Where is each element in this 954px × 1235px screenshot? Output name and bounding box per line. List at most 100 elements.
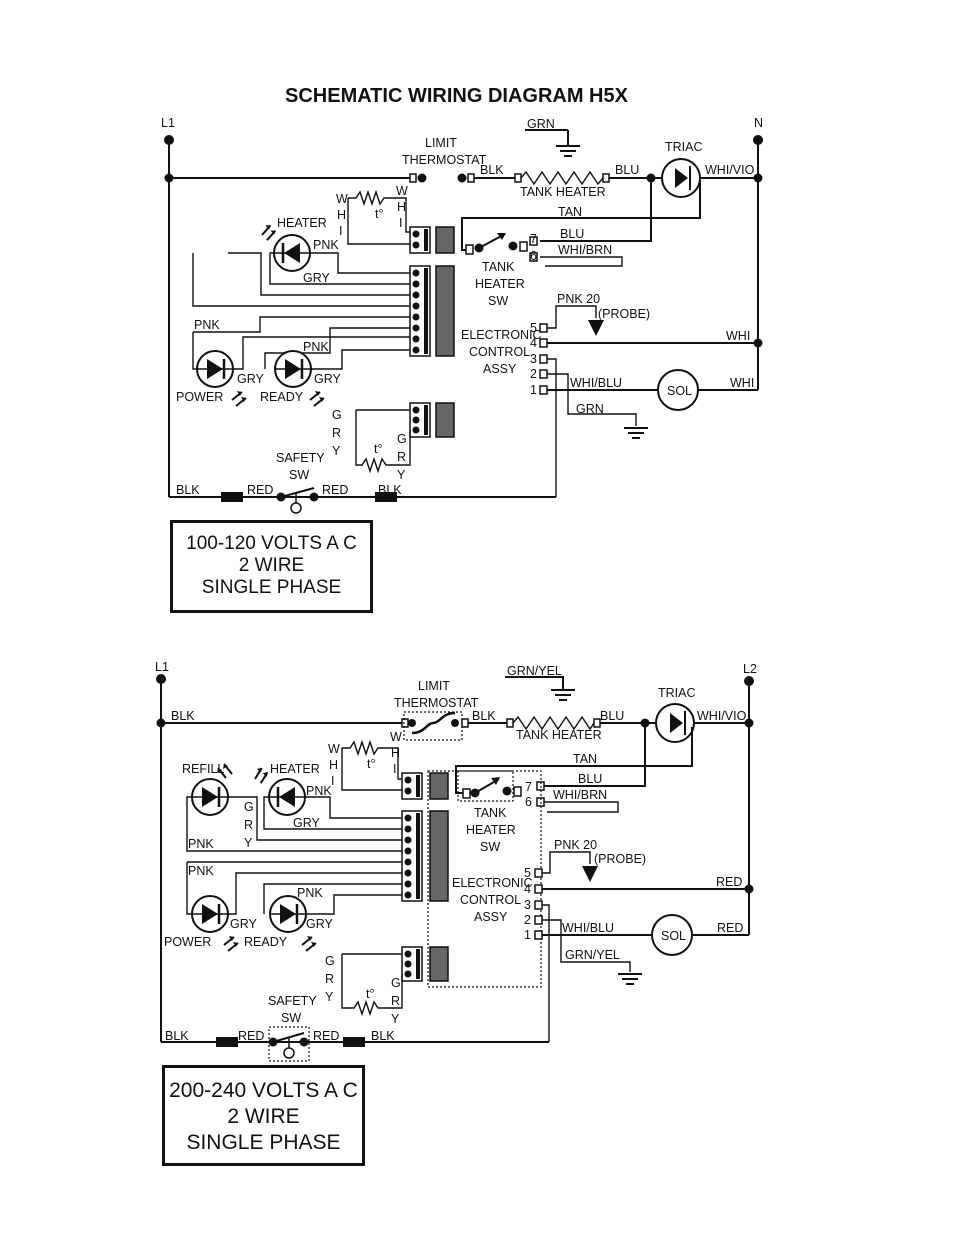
wire-label: WHI — [730, 376, 754, 390]
wire-label: H — [329, 758, 338, 772]
wire-label: WHI/BRN — [553, 788, 607, 802]
wire-label: RED — [322, 483, 348, 497]
wire-label: 3 — [524, 898, 531, 912]
wire-label: Y — [397, 468, 406, 482]
wire-label: TAN — [558, 205, 582, 219]
wire-label: WHI/VIO — [697, 709, 747, 723]
wire-label: t° — [375, 207, 383, 221]
wire-label: W — [336, 192, 348, 206]
wire-label: RED — [716, 875, 742, 889]
wire-label: 2 — [524, 913, 531, 927]
wire-label: SAFETY — [268, 994, 317, 1008]
voltage-label: 100-120 VOLTS A C — [186, 533, 357, 554]
wire-label: ASSY — [483, 362, 517, 376]
wire-label: WHI/BLU — [570, 376, 622, 390]
voltage-label: 200-240 VOLTS A C — [169, 1079, 358, 1102]
wire-label: BLK — [171, 709, 195, 723]
wire-label: (PROBE) — [594, 852, 646, 866]
voltage-box-top: 100-120 VOLTS A C 2 WIRE SINGLE PHASE — [170, 520, 373, 613]
wire-label: PNK — [297, 886, 323, 900]
wire-label: Y — [332, 444, 341, 458]
wire-label: L1 — [155, 660, 169, 674]
phase-label: SINGLE PHASE — [186, 1131, 341, 1154]
wire-label: SOL — [661, 929, 686, 943]
wire-label: H — [337, 208, 346, 222]
wire-label: BLK — [176, 483, 200, 497]
wire-label: 4 — [530, 336, 537, 350]
wire-label: BLK — [472, 709, 496, 723]
wire-label: ELECTRONIC — [452, 876, 533, 890]
wire-label: GRN/YEL — [565, 948, 620, 962]
wire-label: BLK — [165, 1029, 189, 1043]
wire-label: BLK — [480, 163, 504, 177]
wire-label: R — [397, 450, 406, 464]
wire-label: 2 WIRE — [227, 1105, 300, 1128]
wire-label: t° — [367, 757, 375, 771]
wire-label: HEATER — [277, 216, 327, 230]
wire-label: G — [397, 432, 407, 446]
wire-label: BLK — [378, 483, 402, 497]
wire-label: TAN — [573, 752, 597, 766]
wire-label: PNK — [188, 864, 214, 878]
wire-label: TANK HEATER — [520, 185, 606, 199]
wire-label: 7 — [530, 232, 537, 246]
wire-label: 2 — [530, 367, 537, 381]
wire-label: 6 — [525, 795, 532, 809]
wire-label: LIMIT — [418, 679, 450, 693]
phase-label: SINGLE PHASE — [201, 577, 342, 598]
wire-label: PNK — [313, 238, 339, 252]
wire-label: I — [399, 216, 402, 230]
diagram-title: SCHEMATIC WIRING DIAGRAM H5X — [285, 85, 629, 107]
wire-label: PNK — [306, 784, 332, 798]
wire-label: 5 — [530, 321, 537, 335]
wire-label: I — [339, 224, 342, 238]
wire-label: CONTROL — [460, 893, 521, 907]
wire-label: PNK — [303, 340, 329, 354]
wire-label: BLU — [615, 163, 639, 177]
wire-label: Y — [325, 990, 334, 1004]
wire-label: N — [754, 116, 763, 130]
wire-label: R — [244, 818, 253, 832]
wire-label: ELECTRONIC — [461, 328, 542, 342]
wire-label: RED — [717, 921, 743, 935]
wire-label: 2 WIRE — [238, 555, 305, 576]
wire-label: SOL — [667, 384, 692, 398]
wire-label: PNK 20 — [557, 292, 600, 306]
wire-label: I — [331, 774, 334, 788]
wire-label: READY — [260, 390, 304, 404]
top-schematic: L1 N LIMIT THERMOSTAT BLK TANK HEATER BL… — [161, 116, 763, 514]
wire-label: H — [391, 746, 400, 760]
wire-label: PNK 20 — [554, 838, 597, 852]
wire-label: RED — [238, 1029, 264, 1043]
wire-label: t° — [374, 442, 382, 456]
wire-label: SW — [480, 840, 500, 854]
wire-label: 4 — [524, 882, 531, 896]
wire-label: R — [391, 994, 400, 1008]
wire-label: SW — [488, 294, 508, 308]
wire-label: TANK — [482, 260, 515, 274]
wire-label: 3 — [530, 352, 537, 366]
wire-label: TANK HEATER — [516, 728, 602, 742]
wire-label: I — [393, 762, 396, 776]
wire-label: THERMOSTAT — [394, 696, 479, 710]
wire-label: 6 — [530, 249, 537, 263]
wire-label: GRN — [576, 402, 604, 416]
wire-label: 1 — [530, 383, 537, 397]
wire-label: BLK — [371, 1029, 395, 1043]
wire-label: 7 — [525, 780, 532, 794]
bottom-schematic: L1 L2 BLK LIMIT THERMOSTAT BLK TANK HEAT… — [155, 660, 757, 1062]
wire-label: WHI/VIO — [705, 163, 755, 177]
wire-label: GRY — [293, 816, 321, 830]
wire-label: H — [397, 200, 406, 214]
wire-label: SW — [281, 1011, 301, 1025]
wire-label: GRY — [303, 271, 331, 285]
wire-label: THERMOSTAT — [402, 153, 487, 167]
wire-label: W — [328, 742, 340, 756]
wire-label: Y — [244, 836, 253, 850]
wire-label: t° — [366, 987, 374, 1001]
wire-label: L1 — [161, 116, 175, 130]
wire-label: CONTROL — [469, 345, 530, 359]
wire-label: PNK — [188, 837, 214, 851]
wire-label: GRN/YEL — [507, 664, 562, 678]
